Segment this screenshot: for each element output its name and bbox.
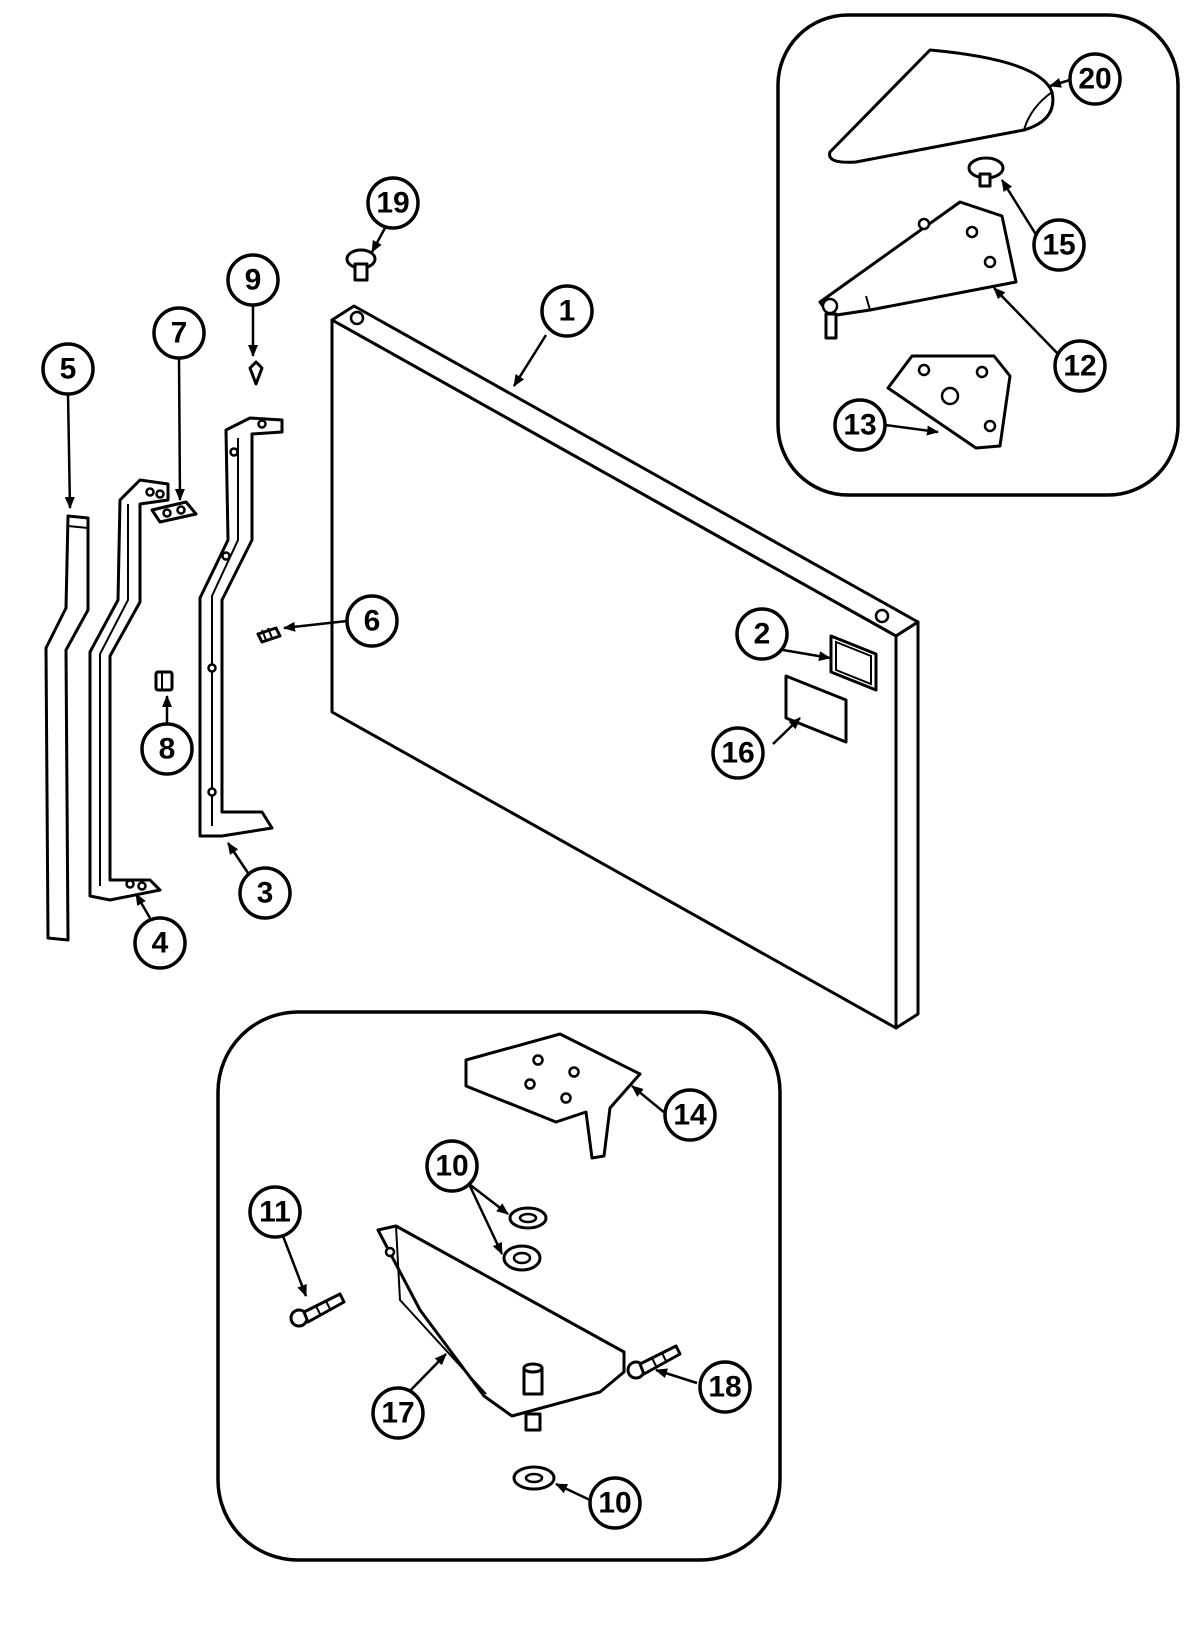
callout-6-number: 6 [364, 605, 381, 638]
callout-1-number: 1 [559, 295, 576, 328]
callout-12: 12 [1053, 339, 1107, 393]
callout-7-number: 7 [171, 317, 188, 350]
callout-1: 1 [540, 284, 594, 338]
upper-hinge-12 [818, 200, 1018, 340]
callout-14: 14 [663, 1088, 717, 1142]
callout-17: 17 [371, 1386, 425, 1440]
vertical-bracket-3 [198, 416, 284, 838]
lower-hinge-17 [376, 1224, 626, 1432]
washer-10-upper [508, 1206, 548, 1230]
label-plate-2 [829, 634, 878, 692]
washer-10-middle [502, 1244, 542, 1272]
callout-12-number: 12 [1063, 350, 1096, 383]
callout-17-number: 17 [381, 1397, 414, 1430]
lower-hinge-inset-panel [216, 1010, 782, 1562]
screw-11 [289, 1292, 346, 1328]
callout-3: 3 [238, 866, 292, 920]
clip-8 [154, 670, 174, 692]
pin-15 [967, 156, 1005, 188]
callout-8-number: 8 [159, 733, 176, 766]
callout-9: 9 [226, 253, 280, 307]
callout-3-number: 3 [257, 877, 274, 910]
callout-18-number: 18 [708, 1371, 741, 1404]
hinge-shim-13 [886, 354, 1012, 450]
callout-5: 5 [41, 342, 95, 396]
lower-hinge-bracket-14 [464, 1032, 642, 1160]
callout-14-number: 14 [673, 1099, 707, 1132]
screw-6 [256, 626, 282, 644]
leader-lines [64, 78, 1071, 1502]
callout-13-number: 13 [843, 409, 876, 442]
callout-6: 6 [345, 594, 399, 648]
callout-15: 15 [1032, 218, 1086, 272]
label-plate-16 [784, 674, 848, 744]
screw-9 [248, 360, 264, 386]
handle-bracket-4 [88, 478, 170, 902]
clip-7 [150, 500, 198, 524]
callout-7: 7 [152, 306, 206, 360]
callout-2-number: 2 [754, 618, 771, 651]
callout-5-number: 5 [60, 353, 77, 386]
callout-2: 2 [735, 607, 789, 661]
callout-10-upper-number: 10 [435, 1150, 468, 1183]
callout-9-number: 9 [245, 264, 262, 297]
door-panel [330, 304, 920, 1030]
hinge-cover-20 [828, 48, 1055, 164]
callout-16: 16 [711, 726, 765, 780]
callout-20: 20 [1068, 52, 1122, 106]
callout-19-number: 19 [376, 187, 409, 220]
callout-10-upper: 10 [425, 1139, 479, 1193]
callout-20-number: 20 [1078, 63, 1111, 96]
callout-11-number: 11 [259, 1196, 291, 1229]
callout-13: 13 [833, 398, 887, 452]
callout-10-lower: 10 [588, 1476, 642, 1530]
callout-4: 4 [133, 916, 187, 970]
handle-trim-5 [44, 514, 90, 942]
callout-8: 8 [140, 722, 194, 776]
callout-11: 11 [248, 1185, 302, 1239]
callout-4-number: 4 [152, 927, 169, 960]
washer-10-lower [512, 1465, 556, 1491]
callout-15-number: 15 [1042, 229, 1075, 262]
screw-18 [626, 1344, 682, 1380]
callout-16-number: 16 [721, 737, 754, 770]
callout-18: 18 [698, 1360, 752, 1414]
upper-hinge-inset-panel [776, 13, 1180, 497]
plug-19 [345, 248, 377, 282]
callout-10-lower-number: 10 [598, 1487, 631, 1520]
callout-19: 19 [366, 176, 420, 230]
